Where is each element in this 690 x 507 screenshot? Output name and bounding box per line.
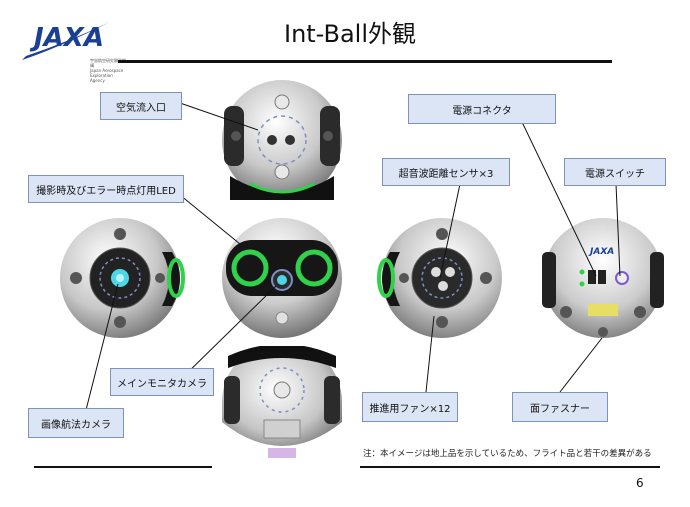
callout-power-switch: 電源スイッチ (564, 158, 666, 186)
ball-rear-view: JAXA (542, 218, 664, 338)
callout-led: 撮影時及びエラー時点灯用LED (28, 175, 184, 203)
ball-top-view (222, 80, 342, 200)
leader-fan (425, 315, 435, 393)
ball-front-view (222, 218, 342, 338)
footer-rule-left (34, 466, 212, 468)
footer-rule-right (360, 466, 660, 468)
leader-nav-camera (85, 283, 119, 411)
title-rule (118, 60, 612, 63)
page-title: Int-Ball外観 (283, 20, 416, 48)
leader-power-switch (615, 183, 621, 277)
leader-led (179, 194, 241, 245)
ball-left-view (60, 218, 185, 338)
disclaimer-note: 注：本イメージは地上品を示しているため、フライト品と若干の差異がある (363, 449, 652, 459)
logo-sub-en: Japan Aerospace Exploration Agency (90, 68, 124, 83)
leader-power-connector (521, 121, 597, 277)
ball-right-view (377, 218, 502, 338)
leader-fastener (559, 337, 603, 393)
callout-fan: 推進用ファン×12 (362, 392, 458, 422)
callout-ultrasonic: 超音波距離センサ×3 (382, 158, 510, 186)
logo-text: JAXA (29, 23, 104, 53)
logo-sub-ja: 宇宙航空研究開発機構 (90, 58, 126, 68)
leader-ultrasonic (439, 183, 461, 279)
callout-air-inlet: 空気流入口 (100, 92, 182, 120)
leader-main-camera (179, 285, 277, 381)
callout-fastener: 面ファスナー (512, 392, 608, 422)
callout-power-connector: 電源コネクタ (408, 94, 556, 124)
ball-bottom-view (222, 346, 342, 458)
device-logo-text: JAXA (588, 247, 614, 257)
callout-nav-camera: 画像航法カメラ (28, 408, 124, 438)
leader-air-inlet (179, 102, 259, 131)
page-number: 6 (636, 476, 644, 490)
jaxa-logo-mark: JAXA (22, 22, 110, 60)
jaxa-logo: JAXA 宇宙航空研究開発機構 Japan Aerospace Explorat… (18, 10, 128, 83)
callout-main-camera: メインモニタカメラ (110, 368, 214, 396)
